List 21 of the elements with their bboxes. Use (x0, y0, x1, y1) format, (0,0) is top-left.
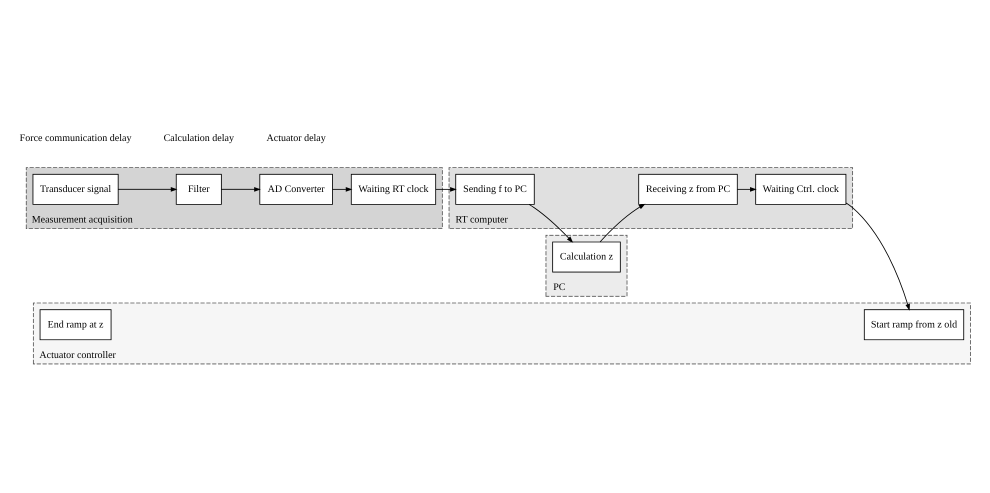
node-box: Receiving z from PC (638, 173, 738, 204)
node-box: End ramp at z (40, 308, 112, 340)
arrow (435, 186, 457, 192)
node-box: Waiting Ctrl. clock (755, 173, 846, 204)
node-box: Sending f to PC (455, 173, 535, 204)
arrow (528, 204, 574, 242)
arrow (600, 203, 646, 242)
arrow (221, 186, 261, 192)
node-box: Filter (176, 173, 222, 204)
label: Calculation delay (164, 132, 234, 144)
node-box: Calculation z (552, 241, 621, 272)
node-box: Transducer signal (32, 173, 119, 204)
node-box: Waiting RT clock (350, 173, 436, 204)
label: Actuator delay (266, 132, 326, 144)
arrow (737, 186, 757, 192)
arrow (332, 186, 352, 192)
arrow (846, 202, 910, 310)
node-box: AD Converter (259, 173, 333, 204)
arrow (118, 186, 178, 192)
node-box: Start ramp from z old (864, 308, 964, 340)
label: Force communication delay (20, 132, 132, 144)
